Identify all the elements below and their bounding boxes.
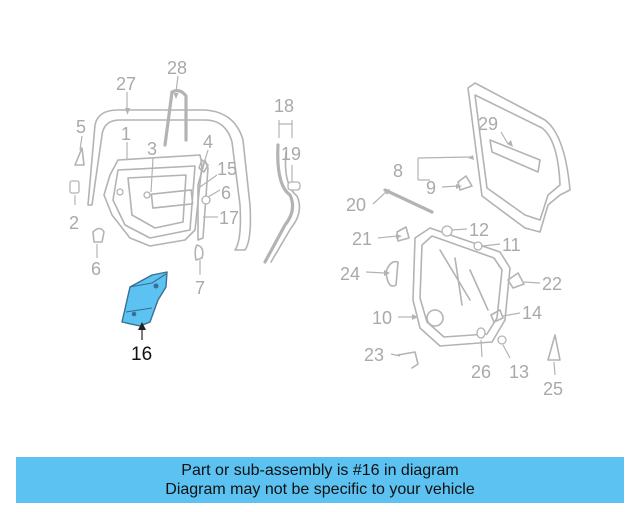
banner-line-2: Diagram may not be specific to your vehi… — [165, 481, 475, 498]
callout-22: 22 — [542, 274, 562, 294]
part-15-trim[interactable] — [150, 189, 194, 209]
callout-16[interactable]: 16 — [131, 344, 152, 365]
callout-19: 19 — [281, 144, 301, 164]
part-24-handle[interactable] — [385, 260, 399, 287]
callout-25: 25 — [543, 379, 563, 399]
part-29-outer-panel[interactable] — [467, 82, 571, 233]
part-10-inner-panel[interactable] — [412, 227, 511, 347]
callout-14: 14 — [522, 303, 542, 323]
callout-26: 26 — [471, 362, 491, 382]
part-14-clip[interactable] — [490, 309, 504, 323]
callout-18: 18 — [274, 96, 294, 116]
left-door-assembly — [69, 75, 301, 275]
callout-27: 27 — [116, 74, 136, 94]
part-5-triangle[interactable] — [74, 147, 85, 166]
callout-7: 7 — [195, 278, 205, 298]
part-21-clip[interactable] — [396, 226, 410, 242]
parts-diagram: 27 28 5 1 3 4 15 6 17 2 6 7 18 19 16 29 … — [69, 58, 571, 399]
callout-9: 9 — [426, 178, 436, 198]
callout-24: 24 — [340, 264, 360, 284]
part-4-clip[interactable] — [198, 159, 209, 173]
part-18-seal[interactable] — [263, 143, 295, 264]
callout-6-left: 6 — [91, 259, 101, 279]
part-16-shape[interactable] — [121, 271, 168, 327]
part-2-plug[interactable] — [69, 180, 80, 194]
callout-4: 4 — [203, 132, 213, 152]
callout-2: 2 — [69, 213, 79, 233]
callout-3: 3 — [147, 139, 157, 159]
callout-23: 23 — [364, 345, 384, 365]
callout-28: 28 — [167, 58, 187, 78]
part-19-clip[interactable] — [287, 181, 301, 191]
callout-29: 29 — [478, 114, 498, 134]
callout-8: 8 — [393, 161, 403, 181]
part-16-highlighted[interactable] — [121, 271, 168, 340]
right-door-assembly — [365, 82, 571, 376]
callout-6-right: 6 — [221, 183, 231, 203]
callout-21: 21 — [352, 229, 372, 249]
part-13-bolt[interactable] — [497, 335, 507, 345]
part-28-seal[interactable] — [163, 89, 188, 147]
callout-5: 5 — [76, 117, 86, 137]
banner-line-1: Part or sub-assembly is #16 in diagram — [181, 462, 459, 479]
part-27-weatherstrip[interactable] — [87, 109, 252, 251]
callout-17: 17 — [219, 208, 239, 228]
callout-11: 11 — [502, 235, 521, 255]
callout-13: 13 — [509, 362, 529, 382]
part-12-plug[interactable] — [441, 225, 453, 237]
part-1-door-frame[interactable] — [103, 154, 203, 247]
part-22-bracket[interactable] — [507, 272, 525, 289]
part-25-triangle[interactable] — [547, 334, 561, 361]
callout-10: 10 — [372, 308, 392, 328]
callout-15: 15 — [217, 159, 237, 179]
part-9-clip[interactable] — [457, 175, 473, 191]
part-26-grommet[interactable] — [476, 327, 486, 339]
callout-20: 20 — [346, 195, 366, 215]
part-7-clip[interactable] — [194, 244, 204, 261]
part-6-plug-left[interactable] — [92, 227, 105, 243]
part-6-clip-right[interactable] — [201, 195, 211, 205]
callout-1: 1 — [121, 124, 131, 144]
part-20-rail[interactable] — [383, 188, 434, 214]
part-23-bracket[interactable] — [397, 351, 419, 369]
callout-12: 12 — [469, 220, 489, 240]
info-banner: Part or sub-assembly is #16 in diagram D… — [16, 457, 624, 503]
